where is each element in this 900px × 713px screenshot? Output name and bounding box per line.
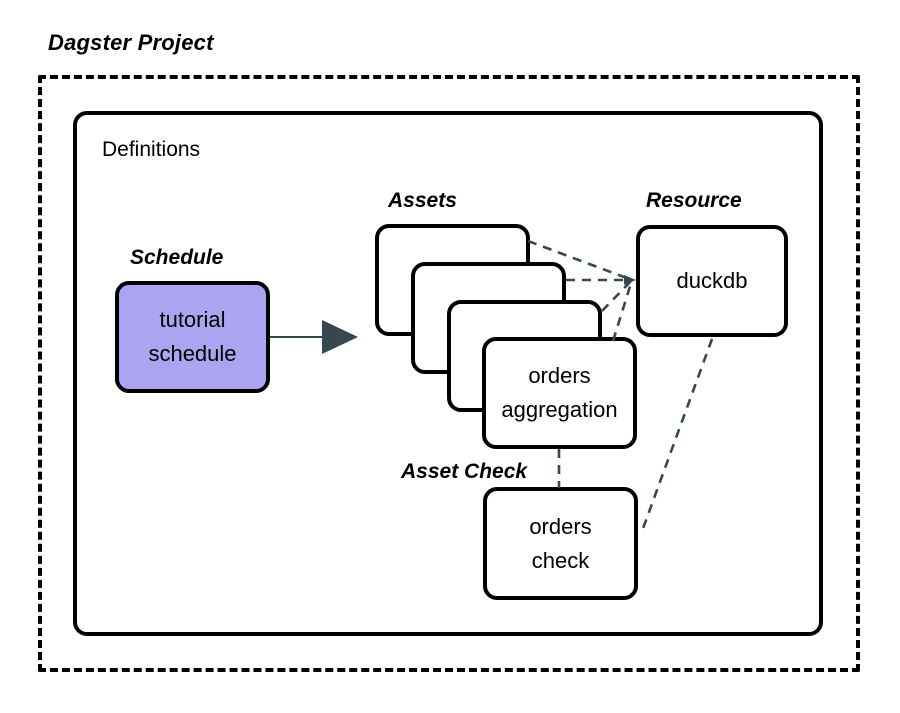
node-orders-check-line1: orders (529, 513, 592, 539)
caption-asset-check-line1: Asset (401, 460, 459, 483)
definitions-label: Definitions (102, 138, 201, 161)
node-orders-check-line2: check (531, 547, 590, 573)
node-tutorial-schedule-line1: tutorial (159, 307, 226, 332)
caption-schedule: Schedule (130, 246, 224, 269)
node-duckdb-resource[interactable]: duckdb (636, 225, 788, 337)
node-tutorial-schedule[interactable]: tutorial schedule (115, 281, 270, 393)
node-orders-check[interactable]: orders check (483, 487, 638, 600)
caption-asset-check: Asset Check (401, 457, 527, 486)
node-duckdb-label: duckdb (676, 268, 748, 293)
node-orders-aggregation-line1: orders (528, 363, 591, 388)
caption-asset-check-line2: Check (464, 460, 528, 483)
caption-assets: Assets (388, 189, 457, 212)
definitions-container (73, 111, 823, 636)
project-title: Dagster Project (48, 30, 214, 55)
node-tutorial-schedule-line2: schedule (148, 341, 237, 366)
project-boundary (38, 75, 860, 672)
node-orders-aggregation[interactable]: orders aggregation (482, 337, 637, 449)
node-orders-aggregation-line2: aggregation (501, 397, 618, 422)
caption-resource: Resource (646, 189, 742, 212)
